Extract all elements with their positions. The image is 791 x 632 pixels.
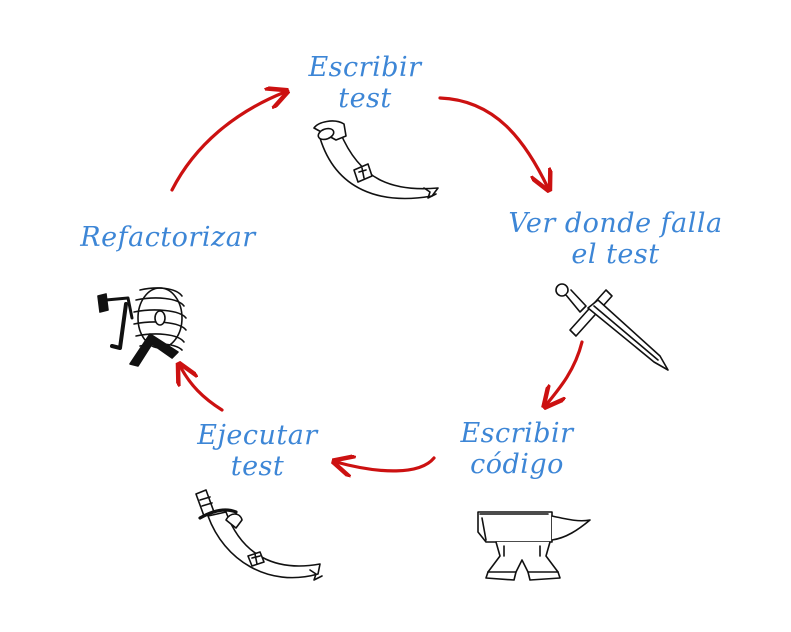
anvil-icon — [477, 511, 591, 581]
step-label-line: test — [230, 451, 285, 482]
arrow-run-test-to-refactor — [180, 366, 224, 412]
arrow-write-test-to-see-fail — [438, 96, 548, 188]
step-label-line: Escribir — [460, 418, 574, 449]
step-label-line: Refactorizar — [80, 222, 256, 253]
step-label-write-code: Escribir código — [452, 418, 582, 480]
scimitar-in-scabbard-icon — [313, 120, 439, 200]
sword-icon — [555, 283, 669, 371]
step-label-refactor: Refactorizar — [68, 222, 268, 253]
step-label-line: Ejecutar — [197, 420, 318, 451]
step-label-write-test: Escribir test — [300, 52, 430, 114]
step-label-line: Escribir — [308, 52, 422, 83]
grindstone-icon — [97, 287, 187, 367]
step-label-line: test — [338, 83, 392, 114]
sheathed-sword-icon — [195, 489, 323, 581]
step-label-line: código — [470, 449, 564, 480]
step-label-see-fail: Ver donde falla el test — [508, 208, 723, 270]
arrow-refactor-to-write-test — [170, 92, 285, 192]
step-label-line: el test — [571, 239, 660, 270]
arrow-write-code-to-run-test — [336, 458, 436, 471]
step-label-run-test: Ejecutar test — [190, 420, 325, 482]
arrow-see-fail-to-write-code — [546, 340, 584, 405]
step-label-line: Ver donde falla — [508, 208, 723, 239]
